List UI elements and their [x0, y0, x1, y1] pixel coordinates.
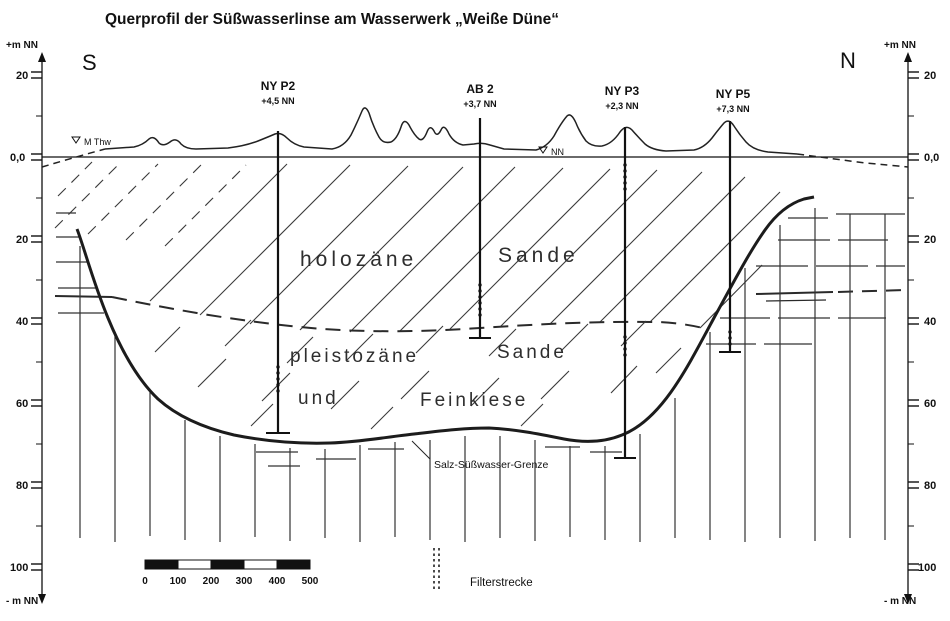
water-level-icon [538, 146, 548, 154]
pleistocene-label-word1: pleistozäne [290, 346, 419, 367]
holocene-hatching [149, 163, 781, 333]
scale-label: 200 [203, 576, 220, 587]
pleistocene-boundary [54, 289, 907, 333]
scale-label: 0 [142, 576, 148, 587]
right-axis-tick-label: 40 [924, 316, 936, 328]
saltwater-horizontal-hatching [56, 212, 905, 467]
filterstrecke-label: Filterstrecke [470, 577, 533, 589]
left-axis-bottom-unit: - m NN [6, 596, 38, 607]
borehole-ab-2: AB 2 +3,7 NN [463, 82, 497, 339]
scale-label: 400 [269, 576, 286, 587]
borehole-ny-p2: NY P2 +4,5 NN [261, 79, 296, 434]
left-axis-tick-label: 0,0 [10, 152, 25, 164]
right-axis-tick-label: 60 [924, 398, 936, 410]
borehole-ny-p5: NY P5 +7,3 NN [716, 87, 751, 353]
scale-label: 100 [170, 576, 187, 587]
right-axis-bottom-unit: - m NN [884, 596, 916, 607]
compass-north: N [840, 48, 856, 73]
filterstrecke-legend: Filterstrecke [433, 548, 533, 592]
scale-bar: 0 100 200 300 400 500 [142, 559, 319, 587]
right-axis-tick-label: 20 [924, 70, 936, 82]
left-axis-tick-label: 80 [16, 480, 28, 492]
axis-arrow-up-icon [38, 52, 46, 62]
filter-section-dots [728, 330, 732, 346]
filter-section-dots [623, 163, 627, 357]
holocene-label-word1: holozäne [300, 248, 417, 271]
figure-title: Querprofil der Süßwasserlinse am Wasserw… [105, 11, 559, 28]
borehole-elevation: +3,7 NN [463, 99, 496, 109]
left-axis-labels: +m NN 20 0,0 20 40 60 80 100 - m NN [6, 40, 38, 607]
left-axis-tick-label: 60 [16, 398, 28, 410]
saltwater-vertical-hatching [79, 208, 886, 542]
holocene-label-word2: Sande [498, 244, 579, 267]
axis-arrow-down-icon [38, 594, 46, 604]
mthw-label: M Thw [84, 137, 111, 147]
pleistocene-label-word3: und [298, 388, 339, 409]
holocene-hatching-dashed [54, 161, 247, 247]
water-level-icon [71, 136, 81, 144]
salt-fresh-boundary-curve [75, 195, 815, 445]
ground-surface [41, 107, 909, 168]
borehole-name: NY P3 [605, 84, 640, 98]
right-axis-tick-label: 0,0 [924, 152, 939, 164]
axis-arrow-up-icon [904, 52, 912, 62]
salt-fresh-boundary-annotation: Salz-Süßwasser-Grenze [411, 440, 549, 471]
borehole-name: AB 2 [466, 82, 494, 96]
pleistocene-label-word2: Sande [497, 342, 567, 363]
nn-marker: NN [538, 146, 564, 157]
axis-arrow-down-icon [904, 594, 912, 604]
filter-section-dots [276, 365, 280, 393]
borehole-elevation: +4,5 NN [261, 96, 294, 106]
borehole-name: NY P5 [716, 87, 751, 101]
pleistocene-label-word4: Feinkiese [420, 390, 528, 411]
borehole-elevation: +7,3 NN [716, 104, 749, 114]
left-axis-tick-label: 100 [10, 562, 28, 574]
borehole-ny-p3: NY P3 +2,3 NN [605, 84, 640, 459]
right-axis-tick-label: 20 [924, 234, 936, 246]
right-axis-tick-label: 100 [918, 562, 936, 574]
pleistocene-hatching [154, 319, 682, 430]
right-axis [904, 52, 919, 604]
borehole-name: NY P2 [261, 79, 296, 93]
left-axis-tick-label: 20 [16, 234, 28, 246]
left-axis [31, 52, 46, 604]
left-axis-tick-label: 40 [16, 316, 28, 328]
right-axis-labels: +m NN 20 0,0 20 40 60 80 100 - m NN [884, 40, 939, 607]
filter-section-dots [478, 283, 482, 317]
mthw-marker: M Thw [71, 136, 111, 147]
compass-south: S [82, 50, 97, 75]
right-axis-tick-label: 80 [924, 480, 936, 492]
scale-label: 500 [302, 576, 319, 587]
right-axis-top-unit: +m NN [884, 40, 916, 51]
borehole-elevation: +2,3 NN [605, 101, 638, 111]
left-axis-top-unit: +m NN [6, 40, 38, 51]
left-axis-tick-label: 20 [16, 70, 28, 82]
nn-label: NN [551, 147, 564, 157]
salt-fresh-boundary-label: Salz-Süßwasser-Grenze [434, 459, 549, 471]
scale-label: 300 [236, 576, 253, 587]
layer-labels: holozäne Sande pleistozäne Sande und Fei… [290, 244, 579, 411]
